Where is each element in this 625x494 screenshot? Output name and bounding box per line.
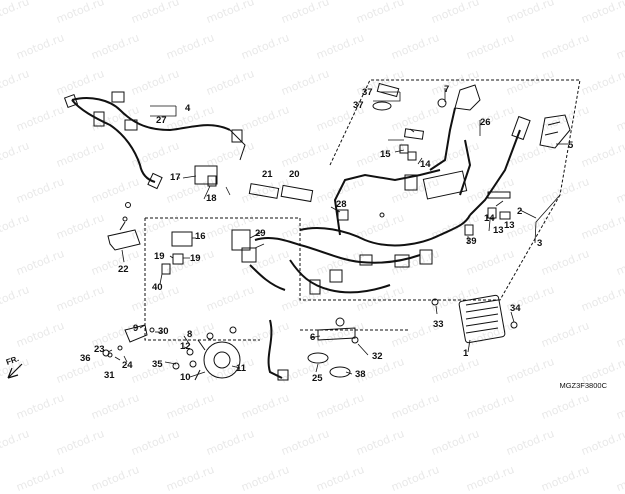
part-callout-30: 30: [158, 326, 169, 337]
part-callout-31: 31: [104, 370, 115, 381]
part-callout-38: 38: [355, 369, 366, 380]
harness-4-main: [71, 97, 231, 132]
part-callout-28: 28: [336, 199, 347, 210]
part-callout-16: 16: [195, 231, 206, 242]
dashed-frame-main: [145, 194, 561, 301]
part-callout-13: 13: [493, 225, 504, 236]
part-callout-20: 20: [289, 169, 300, 180]
part-callout-29: 29: [255, 228, 266, 239]
part-callout-12: 12: [180, 341, 191, 352]
front-direction-arrow: [7, 363, 23, 379]
part-callout-21: 21: [262, 169, 273, 180]
part-callout-36: 36: [80, 353, 91, 364]
part-callout-37: 37: [362, 87, 373, 98]
part-callout-19: 19: [154, 251, 165, 262]
part-callout-4: 4: [185, 103, 191, 114]
part-callout-6: 6: [310, 332, 316, 343]
dashed-frame-right: [329, 79, 581, 196]
part-callout-14: 14: [484, 213, 495, 224]
part-callout-39: 39: [466, 236, 477, 247]
part-callout-27: 27: [156, 115, 167, 126]
part-callout-2: 2: [517, 206, 523, 217]
diagram-code: MGZ3F3800C: [559, 381, 607, 390]
part-callout-15: 15: [380, 149, 391, 160]
part-callout-34: 34: [510, 303, 521, 314]
part-callout-24: 24: [122, 360, 133, 371]
part-callout-7: 7: [444, 84, 450, 95]
diagram-artwork: [7, 79, 581, 381]
part-callout-18: 18: [206, 193, 217, 204]
part-callout-9: 9: [133, 323, 139, 334]
part-callout-8: 8: [187, 329, 193, 340]
part-callout-37: 37: [353, 100, 364, 111]
part-callout-22: 22: [118, 264, 129, 275]
part-callout-13: 13: [504, 220, 515, 231]
part-callout-23: 23: [94, 344, 105, 355]
part-callout-11: 11: [236, 363, 247, 374]
part-callout-3: 3: [537, 238, 543, 249]
part-callout-19: 19: [190, 253, 201, 264]
part-callout-14: 14: [420, 159, 431, 170]
regulator-1: [458, 294, 506, 344]
part-callout-32: 32: [372, 351, 383, 362]
part-callout-33: 33: [433, 319, 444, 330]
horn-10: [203, 341, 241, 379]
part-callout-26: 26: [480, 117, 491, 128]
part-callout-1: 1: [463, 348, 469, 359]
part-callout-25: 25: [312, 373, 323, 384]
part-callout-5: 5: [568, 140, 574, 151]
part-callout-17: 17: [170, 172, 181, 183]
part-callout-35: 35: [152, 359, 163, 370]
main-harness: [299, 214, 471, 247]
part-callout-10: 10: [180, 372, 191, 383]
dashed-frame-left: [144, 218, 260, 341]
cover-5: [539, 114, 571, 149]
part-callout-40: 40: [152, 282, 163, 293]
